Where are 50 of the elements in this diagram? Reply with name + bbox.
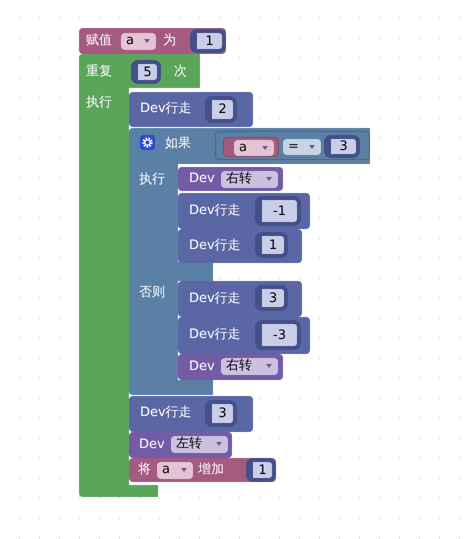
dropdown-field: a xyxy=(234,140,274,156)
move-block xyxy=(178,317,310,354)
dropdown-field: a xyxy=(121,33,156,50)
move-block xyxy=(178,193,310,229)
block-label: 为 xyxy=(163,33,176,49)
number-block: 3 xyxy=(324,135,360,158)
if-else-block xyxy=(129,128,370,395)
number-block: 1 xyxy=(190,29,226,53)
block-label: 重复 xyxy=(86,64,112,80)
number-block: 3 xyxy=(255,285,288,311)
assign-block xyxy=(79,28,226,54)
block-label: 赋值 xyxy=(86,33,112,49)
block-label: Dev行走 xyxy=(189,327,241,343)
number-block: 2 xyxy=(205,96,237,123)
block-label: 否则 xyxy=(139,285,165,301)
change-block xyxy=(129,458,276,482)
block-label: 执行 xyxy=(86,95,112,111)
block-label: Dev行走 xyxy=(140,405,192,421)
block-label: Dev行走 xyxy=(189,203,241,219)
turn-block xyxy=(129,432,232,458)
block-label: Dev行走 xyxy=(189,291,241,307)
number-block: -3 xyxy=(255,320,301,350)
move-block xyxy=(178,281,302,317)
dropdown-field: = xyxy=(283,139,321,155)
block-label: 执行 xyxy=(139,172,165,188)
dropdown-field: 右转 xyxy=(221,171,278,188)
number-block: 5 xyxy=(131,60,161,84)
number-block: 3 xyxy=(205,400,237,427)
move-block xyxy=(178,229,302,263)
block-label: 次 xyxy=(174,64,187,80)
block-label: 将 xyxy=(138,462,151,478)
turn-block xyxy=(178,167,283,191)
move-block xyxy=(129,92,253,127)
turn-block xyxy=(178,354,283,380)
block-label: Dev xyxy=(189,359,215,375)
block-label: Dev行走 xyxy=(189,238,241,254)
number-block: -1 xyxy=(255,196,301,226)
move-block xyxy=(129,396,253,432)
block-label: Dev行走 xyxy=(140,101,192,117)
dropdown-field: a xyxy=(157,462,193,479)
block-label: Dev xyxy=(139,437,165,453)
block-label: 如果 xyxy=(165,136,191,152)
compare-block xyxy=(215,131,370,160)
number-block: 1 xyxy=(255,232,288,258)
dropdown-field: 右转 xyxy=(221,358,278,375)
block-label: 增加 xyxy=(198,462,224,478)
number-block: 1 xyxy=(246,458,276,482)
variable-block xyxy=(223,137,279,157)
dropdown-field: 左转 xyxy=(171,436,228,453)
block-label: Dev xyxy=(189,171,215,187)
